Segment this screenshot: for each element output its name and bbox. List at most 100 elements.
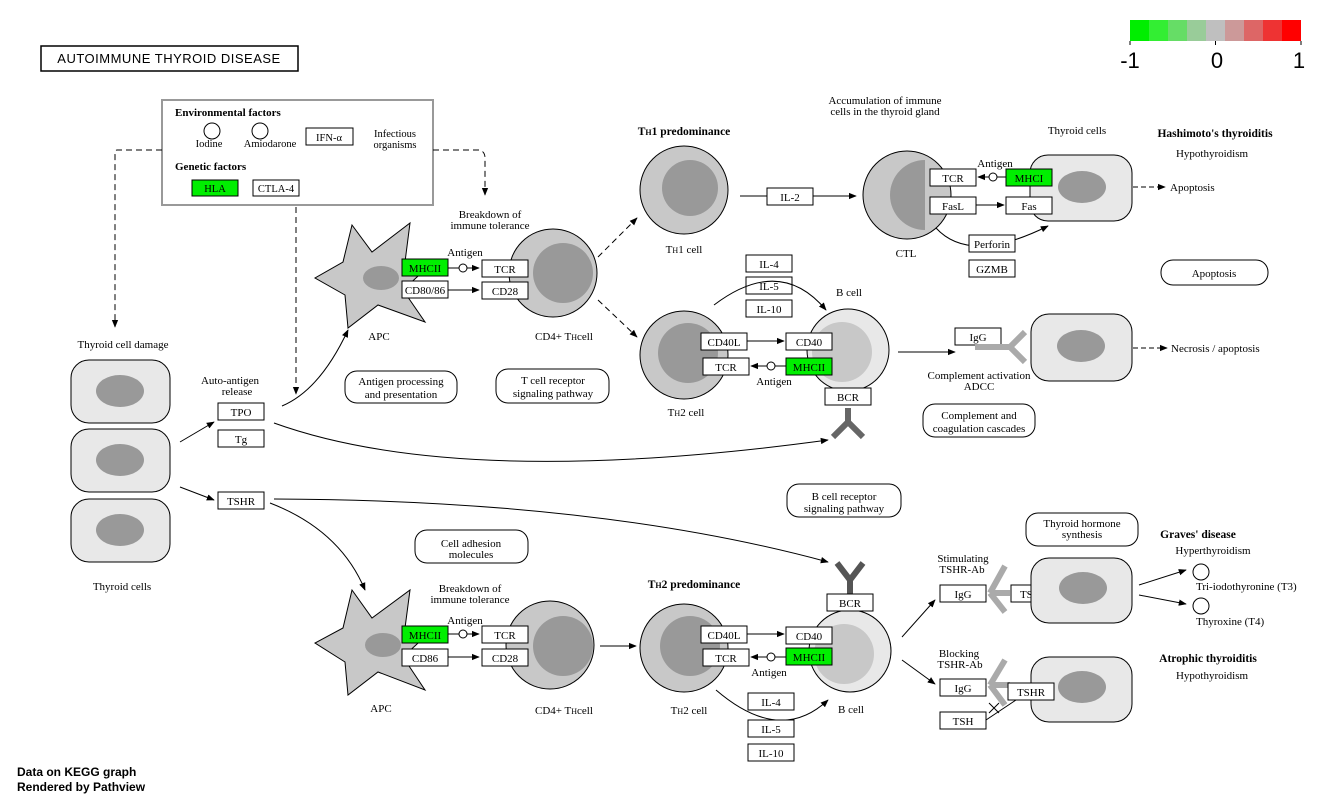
thyroid-nucleus-atrophic: [1058, 671, 1106, 703]
apoptosis-pathway[interactable]: [1160, 259, 1269, 286]
mhcii-label-upper: MHCII: [409, 263, 442, 275]
tshr-box-left[interactable]: [217, 491, 265, 510]
antigen-dot-upper: [458, 263, 468, 273]
cd4-label-upper: CD4+ THcell: [535, 331, 593, 343]
tg-label: Tg: [235, 434, 248, 446]
color-key-swatch: [1149, 20, 1168, 41]
tcr-box-th2-lower[interactable]: [702, 648, 750, 667]
perforin-label: Perforin: [974, 239, 1011, 251]
il4-label-upper: IL-4: [759, 259, 779, 271]
t3-arrow: [1138, 569, 1187, 586]
apc-nucleus-lower: [365, 633, 401, 657]
stimulating-label-1: Stimulating: [937, 553, 989, 565]
ifn-box[interactable]: [305, 127, 354, 146]
antibody-icon-lower: [834, 561, 866, 594]
antigen-dot-ctl: [988, 172, 998, 182]
antigen-label-lower: Antigen: [447, 615, 483, 627]
th2-cell-label-upper: TH2 cell: [668, 407, 705, 419]
tcr-signaling-pathway[interactable]: [495, 368, 610, 404]
antigen-label-upper: Antigen: [447, 247, 483, 259]
auto-antigen-label-1: Auto-antigen: [201, 375, 260, 387]
color-key-swatch: [1206, 20, 1225, 41]
igg-box-stim[interactable]: [939, 584, 987, 603]
ctla4-gene-box[interactable]: [252, 179, 300, 197]
apc-label-upper: APC: [368, 331, 389, 343]
color-key-swatch: [1187, 20, 1206, 41]
thyroid-nucleus-graves: [1059, 572, 1107, 604]
il2-label: IL-2: [780, 192, 800, 204]
tcr-box-ctl[interactable]: [929, 168, 977, 187]
antigen-processing-pathway[interactable]: [344, 370, 458, 404]
page-title: AUTOIMMUNE THYROID DISEASE: [57, 51, 280, 66]
cd40l-label-lower: CD40L: [708, 630, 741, 642]
hyperthyroidism-label: Hyperthyroidism: [1175, 545, 1251, 557]
il4-box-lower[interactable]: [747, 692, 795, 711]
antigen-processing-label-1: Antigen processing: [358, 376, 444, 388]
mhcii-label-bcell-upper: MHCII: [793, 362, 826, 374]
accumulation-label-1: Accumulation of immune: [828, 95, 941, 107]
tcr-box-lower[interactable]: [481, 625, 529, 644]
il4-box-upper[interactable]: [745, 254, 793, 273]
antigen-dot-bcell-upper: [766, 361, 776, 371]
cd4-label-lower: CD4+ THcell: [535, 705, 593, 717]
hla-label: HLA: [204, 184, 226, 195]
ctla4-label: CTLA-4: [258, 184, 295, 195]
cd40-box-upper[interactable]: [785, 332, 833, 351]
cd28-box-upper[interactable]: [481, 281, 529, 300]
il10-box-upper[interactable]: [745, 299, 793, 318]
blocking-label-1: Blocking: [939, 648, 980, 660]
bcell-stim-arrow: [901, 599, 936, 638]
cd28-box-lower[interactable]: [481, 648, 529, 667]
tg-box[interactable]: [217, 429, 265, 448]
tsh-inhibit-line: [985, 699, 1017, 721]
thyroid-nucleus-2: [96, 444, 144, 476]
thyroid-hormone-label-2: synthesis: [1062, 529, 1102, 541]
bcr-box-upper[interactable]: [824, 387, 872, 406]
perforin-box[interactable]: [968, 234, 1016, 253]
color-key-swatch: [1225, 20, 1244, 41]
il10-box-lower[interactable]: [747, 743, 795, 762]
igg-label-top: IgG: [969, 332, 986, 344]
tpo-box[interactable]: [217, 402, 265, 421]
bcr-label-upper: BCR: [837, 392, 860, 404]
necrosis-label: Necrosis / apoptosis: [1171, 343, 1260, 355]
organisms-label: organisms: [374, 140, 417, 151]
th2-predominance-label: TH2 predominance: [648, 579, 741, 591]
tcr-label-th2-upper: TCR: [715, 362, 737, 374]
bcr-pathway-label-1: B cell receptor: [812, 491, 877, 503]
cd40-box-lower[interactable]: [785, 626, 833, 645]
arrow-tshr-to-apc: [269, 502, 366, 591]
tcr-box-upper[interactable]: [481, 259, 529, 278]
auto-antigen-label-2: release: [222, 386, 253, 398]
gzmb-box[interactable]: [968, 259, 1016, 278]
stimulating-label-2: TSHR-Ab: [939, 564, 985, 576]
antibody-icon-upper: [830, 408, 866, 440]
cell-adhesion-label-1: Cell adhesion: [441, 538, 502, 550]
cd4-nucleus-lower: [533, 616, 593, 676]
igg-label-stim: IgG: [954, 589, 971, 601]
complement-cascades-pathway[interactable]: [922, 403, 1036, 438]
fas-box[interactable]: [1005, 196, 1053, 215]
t4-node: [1192, 597, 1210, 615]
dashed-arrow-to-th1: [597, 217, 638, 258]
mhcii-label-bcell-lower: MHCII: [793, 652, 826, 664]
il5-box-lower[interactable]: [747, 719, 795, 738]
tsh-box[interactable]: [939, 711, 987, 730]
ifn-label: IFN-α: [316, 133, 342, 144]
bcr-pathway-label-2: signaling pathway: [804, 503, 885, 515]
il5-label-upper: IL-5: [759, 281, 779, 293]
hla-gene-box[interactable]: [191, 179, 239, 197]
bcr-signaling-pathway[interactable]: [786, 483, 902, 518]
breakdown-label-2: immune tolerance: [450, 220, 529, 232]
mhcii-label-lower: MHCII: [409, 630, 442, 642]
igg-box-block[interactable]: [939, 678, 987, 697]
cell-adhesion-pathway[interactable]: [414, 529, 529, 564]
tcr-box-th2-upper[interactable]: [702, 357, 750, 376]
tshr-label-left: TSHR: [227, 496, 256, 508]
bcr-box-lower[interactable]: [826, 593, 874, 612]
apoptosis-pathway-label: Apoptosis: [1192, 268, 1237, 280]
antibody-icon-igg-top: [975, 329, 1028, 365]
tshr-box-block[interactable]: [1007, 682, 1055, 701]
arrow-tshr-to-bcr: [273, 498, 829, 564]
thyroid-hormone-pathway[interactable]: [1025, 512, 1139, 547]
